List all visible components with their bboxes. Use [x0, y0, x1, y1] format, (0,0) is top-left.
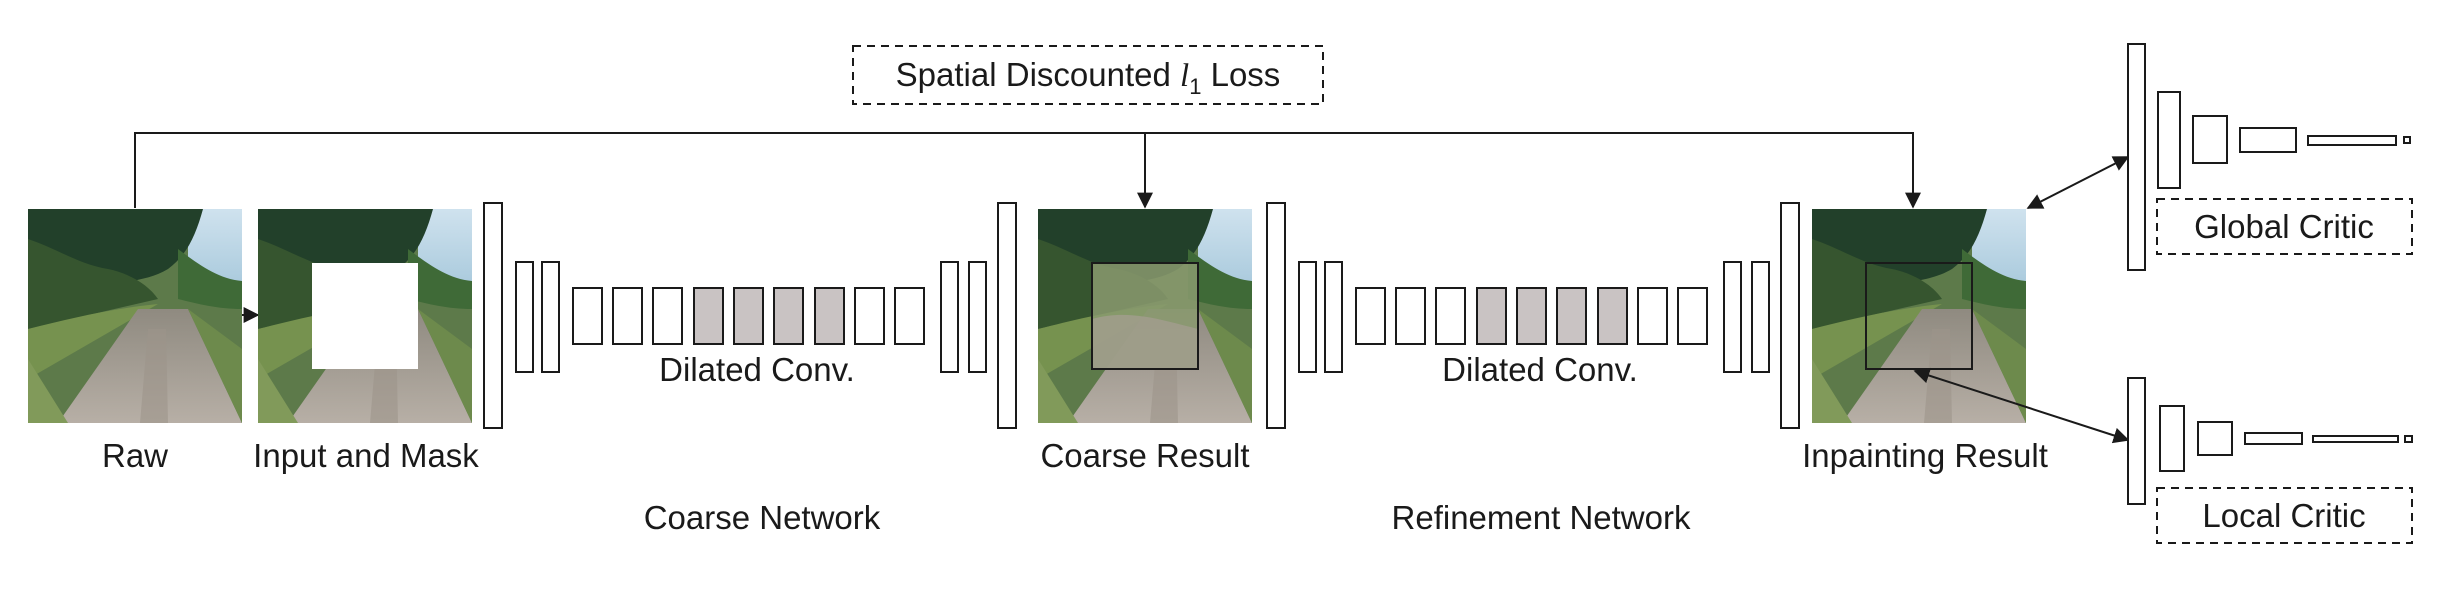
coarse-conv-block [612, 287, 643, 345]
global-critic-layer [2307, 135, 2397, 146]
raw-label: Raw [102, 437, 168, 474]
refine-dilated-label: Dilated Conv. [1442, 351, 1638, 388]
local-critic-layer [2127, 377, 2146, 505]
coarse-result-label: Coarse Result [1040, 437, 1249, 474]
input-mask-image [258, 209, 472, 423]
local-critic-box [2156, 487, 2413, 544]
global-critic-arrow [2026, 156, 2130, 209]
local-critic-label: Local Critic [2202, 497, 2365, 534]
raw-image [28, 209, 242, 423]
local-critic-layer [2197, 421, 2233, 456]
refine-conv-block [1355, 287, 1386, 345]
refine-encoder-layer [1324, 261, 1343, 373]
global-critic-box [2156, 198, 2413, 255]
refine-decoder-layer [1780, 202, 1800, 429]
global-critic-output [2403, 136, 2411, 144]
coarse-encoder-layer [541, 261, 560, 373]
refine-decoder-layer [1751, 261, 1770, 373]
coarse-conv-block [572, 287, 603, 345]
refine-conv-block [1435, 287, 1466, 345]
coarse-result-image [1038, 209, 1252, 423]
coarse-dilated-block [693, 287, 724, 345]
refine-conv-block [1637, 287, 1668, 345]
refine-conv-block [1677, 287, 1708, 345]
coarse-encoder-layer [483, 202, 503, 429]
local-critic-layer [2312, 435, 2399, 443]
coarse-conv-block [894, 287, 925, 345]
loss-connector-line [134, 132, 1921, 209]
refine-conv-block [1395, 287, 1426, 345]
input-mask-label: Input and Mask [253, 437, 479, 474]
refine-encoder-layer [1266, 202, 1286, 429]
loss-label: Spatial Discounted l1 Loss [896, 56, 1281, 99]
refine-dilated-block [1476, 287, 1507, 345]
global-critic-layer [2157, 91, 2181, 189]
refine-dilated-block [1516, 287, 1547, 345]
global-critic-layer [2192, 115, 2228, 164]
coarse-dilated-label: Dilated Conv. [659, 351, 855, 388]
refinement-network-label: Refinement Network [1392, 499, 1691, 536]
inpainting-result-image [1812, 209, 2026, 423]
coarse-conv-block [854, 287, 885, 345]
refine-dilated-block [1556, 287, 1587, 345]
local-critic-output [2404, 435, 2413, 443]
coarse-decoder-layer [968, 261, 987, 373]
refine-decoder-layer [1723, 261, 1742, 373]
refine-encoder-layer [1298, 261, 1317, 373]
loss-box [852, 45, 1324, 105]
coarse-decoder-layer [940, 261, 959, 373]
mask-region [312, 263, 418, 369]
global-critic-layer [2239, 127, 2297, 153]
coarse-conv-block [652, 287, 683, 345]
coarse-dilated-block [773, 287, 804, 345]
inpainting-result-label: Inpainting Result [1802, 437, 2048, 474]
coarse-decoder-layer [997, 202, 1017, 429]
coarse-dilated-block [814, 287, 845, 345]
local-critic-layer [2244, 432, 2303, 445]
global-critic-label: Global Critic [2194, 208, 2374, 245]
coarse-network-label: Coarse Network [644, 499, 881, 536]
local-critic-layer [2159, 405, 2185, 472]
coarse-dilated-block [733, 287, 764, 345]
coarse-encoder-layer [515, 261, 534, 373]
local-critic-arrow [1913, 367, 2130, 444]
global-critic-layer [2127, 43, 2146, 271]
refine-dilated-block [1597, 287, 1628, 345]
